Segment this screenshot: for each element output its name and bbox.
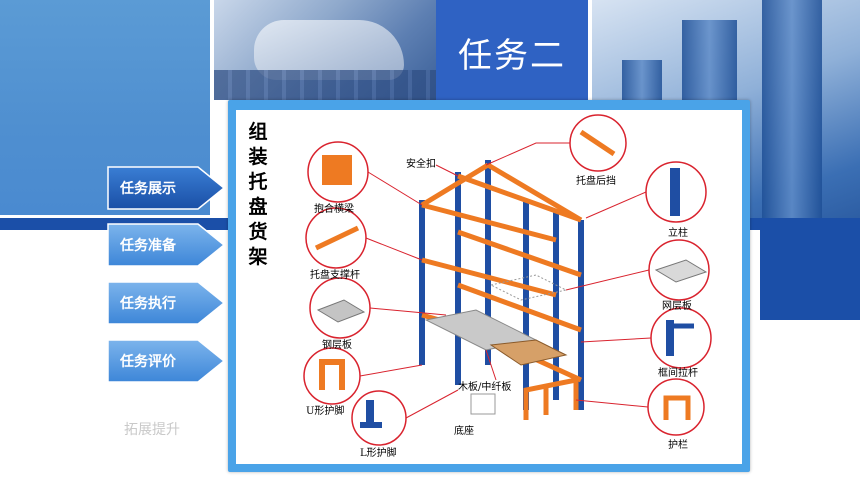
mesh-deck-icon (654, 259, 708, 283)
nav-label: 任务执行 (120, 296, 176, 312)
keyboard-photo (214, 0, 436, 100)
label-support-bar: 托盘支撑杆 (310, 268, 360, 281)
guardrail-icon (663, 395, 691, 420)
label-beam: 抱合横梁 (314, 202, 354, 215)
beam-icon (322, 155, 352, 185)
guard-rail (523, 376, 579, 420)
nav-task-evaluate[interactable]: 任务评价 (106, 338, 226, 384)
rack-uprights (419, 160, 584, 410)
base-icon (470, 393, 496, 415)
backstop-icon (579, 129, 616, 157)
callout-icons (314, 129, 708, 428)
blue-corner-band (760, 230, 860, 320)
label-wood-board: 木板/中纤板 (458, 380, 511, 393)
callout-lines (359, 142, 652, 419)
label-guardrail: 护栏 (668, 438, 688, 451)
u-guard-icon (319, 359, 345, 390)
nav-extension-link[interactable]: 拓展提升 (124, 422, 180, 438)
label-backstop: 托盘后挡 (576, 174, 616, 187)
caption-char: 盘 (248, 196, 268, 218)
callout-circle (647, 378, 705, 436)
nav-label: 任务展示 (120, 181, 176, 197)
steel-deck-icon (316, 299, 366, 323)
row-spacer-icon (666, 320, 674, 356)
caption-char: 货 (248, 221, 268, 243)
title-box (436, 0, 588, 100)
arrow-shape (107, 223, 226, 267)
arrow-shape (107, 339, 226, 383)
label-row-spacer: 框间拉杆 (658, 366, 698, 379)
label-safety-lock: 安全扣 (406, 157, 436, 170)
label-upright: 立柱 (668, 226, 688, 239)
mesh-shelf (489, 274, 568, 301)
arrow-shape (107, 281, 226, 325)
base-plate-icon (366, 400, 374, 428)
vertical-caption: 组 装 托 盘 货 架 (246, 120, 270, 270)
callout-circle (303, 347, 361, 405)
nav-label: 任务准备 (120, 238, 176, 254)
support-bar-icon (314, 225, 360, 251)
caption-char: 装 (248, 146, 268, 168)
label-base: 底座 (454, 424, 474, 437)
nav-task-display[interactable]: 任务展示 (106, 165, 226, 211)
arrow-shape (107, 166, 226, 210)
tower-image (762, 0, 822, 230)
page-title: 任务二 (458, 36, 566, 76)
caption-char: 组 (248, 121, 268, 143)
nav-task-execute[interactable]: 任务执行 (106, 280, 226, 326)
caption-char: 架 (248, 246, 268, 268)
keyboard-image (214, 70, 436, 100)
nav-task-prepare[interactable]: 任务准备 (106, 222, 226, 268)
upright-icon (670, 168, 680, 216)
rack-diagram: 抱合横梁 安全扣 托盘后挡 立柱 托盘支撑杆 网层板 钢层板 框间拉杆 木板/中… (303, 114, 712, 459)
label-mesh-deck: 网层板 (662, 299, 692, 312)
label-l-guard: L形护脚 (360, 446, 397, 459)
label-steel-deck: 钢层板 (322, 338, 352, 351)
nav-label: 任务评价 (120, 354, 176, 370)
callout-circle (650, 307, 712, 369)
caption-char: 托 (248, 171, 268, 193)
callout-circle (351, 390, 407, 446)
label-u-guard: U形护脚 (306, 404, 344, 417)
wood-shelf (489, 339, 568, 366)
